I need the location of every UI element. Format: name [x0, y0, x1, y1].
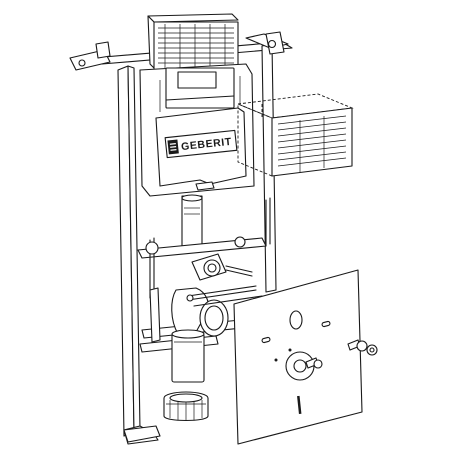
actuator-box [147, 13, 239, 71]
pipe-connector-box [236, 93, 354, 177]
fixing-bolts [186, 285, 263, 307]
frame-right-bracket [245, 31, 289, 55]
frame-left-support [69, 41, 293, 445]
brand-logo-text: GEBERIT [181, 136, 233, 153]
cistern-body: GEBERIT [139, 63, 255, 197]
drain-bend [171, 287, 229, 383]
actuator-grille [158, 24, 234, 68]
geberit-logo: GEBERIT [164, 129, 238, 159]
flush-pipe [181, 194, 203, 249]
loose-bolts [305, 339, 378, 369]
sound-insulation-plate [233, 269, 363, 445]
drain-sleeve [163, 391, 209, 422]
frame-foot-left [123, 425, 161, 443]
water-connection-fitting [191, 253, 253, 281]
